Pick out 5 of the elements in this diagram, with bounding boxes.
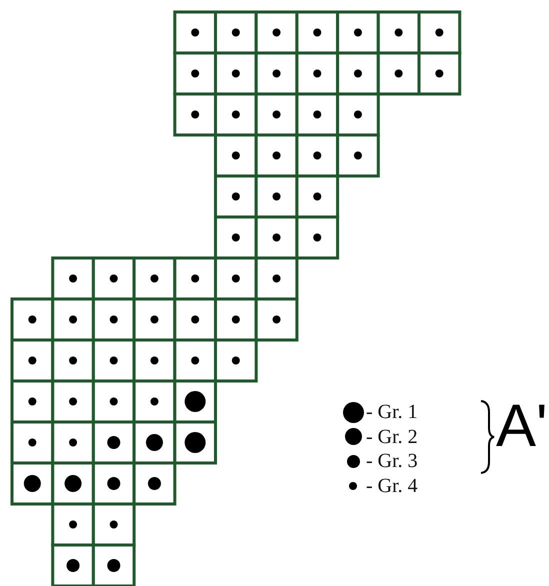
legend-text: - Gr. 3: [366, 451, 418, 472]
legend-text: - Gr. 2: [366, 426, 418, 447]
group-label: A': [496, 396, 548, 456]
legend-text: - Gr. 4: [366, 476, 418, 496]
legend-text: - Gr. 1: [366, 402, 418, 422]
